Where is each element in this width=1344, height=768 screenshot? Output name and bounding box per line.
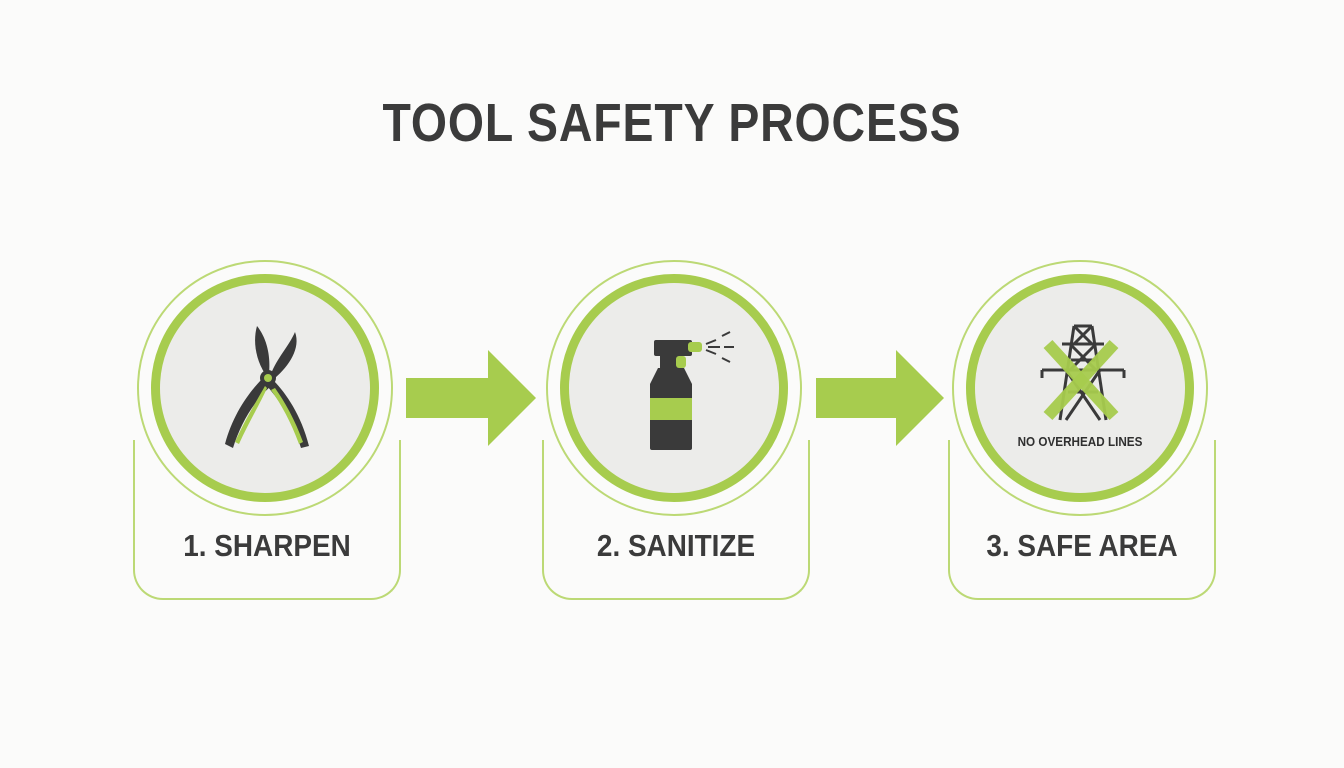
page-title: TOOL SAFETY PROCESS (382, 93, 962, 153)
arrow-right-icon (816, 350, 944, 446)
step-label: 1. SHARPEN (183, 528, 351, 563)
step-label: 2. SANITIZE (596, 528, 756, 563)
pruning-shears-icon (225, 326, 309, 448)
no-overhead-lines-label: NO OVERHEAD LINES (1017, 434, 1143, 449)
inner-circle (966, 274, 1194, 502)
arrow-right-icon (406, 350, 536, 446)
step-safe-area: NO OVERHEAD LINES 3. SAFE AREA (948, 258, 1220, 602)
step-sanitize: 2. SANITIZE (542, 258, 814, 602)
no-power-lines-icon (1040, 324, 1126, 421)
step-label: 3. SAFE AREA (986, 528, 1178, 563)
spray-bottle-icon (650, 331, 734, 450)
step-sharpen: 1. SHARPEN (133, 258, 405, 602)
